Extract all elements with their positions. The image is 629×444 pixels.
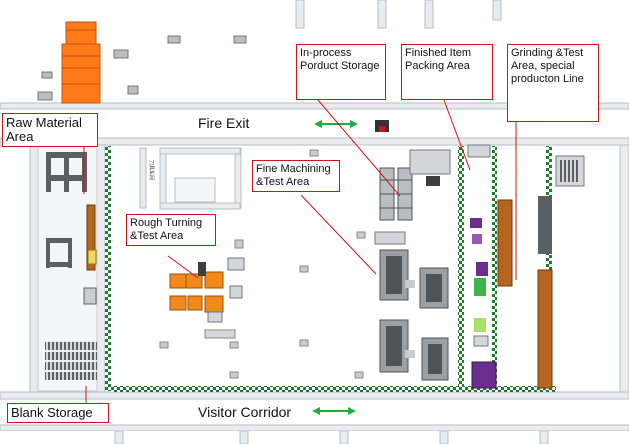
label-fine-machining: Fine Machining &Test Area	[252, 160, 340, 192]
tool-room: 刀具车间	[139, 147, 242, 210]
rough-turning-machines	[169, 257, 245, 323]
bottom-wall-stubs	[114, 430, 549, 444]
label-rough-turning: Rough Turning &Test Area	[126, 214, 216, 246]
label-raw-material-area: Raw Material Area	[2, 113, 98, 147]
svg-text:刀具车间: 刀具车间	[148, 160, 155, 180]
label-fire-exit: Fire Exit	[198, 115, 250, 131]
upper-left-equipment	[37, 35, 247, 101]
label-finished-item-packing: Finished Item Packing Area	[401, 44, 493, 100]
finished-item-area	[467, 144, 497, 389]
fine-machining-machines	[374, 231, 449, 381]
in-process-storage-racks	[375, 120, 451, 221]
fire-exit-arrow	[314, 120, 358, 128]
visitor-corridor-walls	[0, 391, 629, 444]
fire-exit-corridor-walls	[0, 102, 629, 146]
label-in-process-storage: In-process Porduct Storage	[296, 44, 386, 100]
callout-leader-lines	[83, 99, 517, 404]
label-visitor-corridor: Visitor Corridor	[198, 404, 292, 420]
raw-material-stacks	[61, 21, 101, 104]
conveyor-bands	[105, 146, 556, 392]
grinding-racks	[497, 155, 585, 389]
label-grinding-test-area: Grinding &Test Area, special producton L…	[507, 44, 599, 122]
raw-material-interior	[37, 144, 98, 392]
visitor-corridor-arrow	[312, 407, 356, 415]
label-blank-storage: Blank Storage	[7, 403, 109, 423]
top-wall-stubs	[295, 0, 502, 29]
floor-markers	[159, 149, 366, 379]
